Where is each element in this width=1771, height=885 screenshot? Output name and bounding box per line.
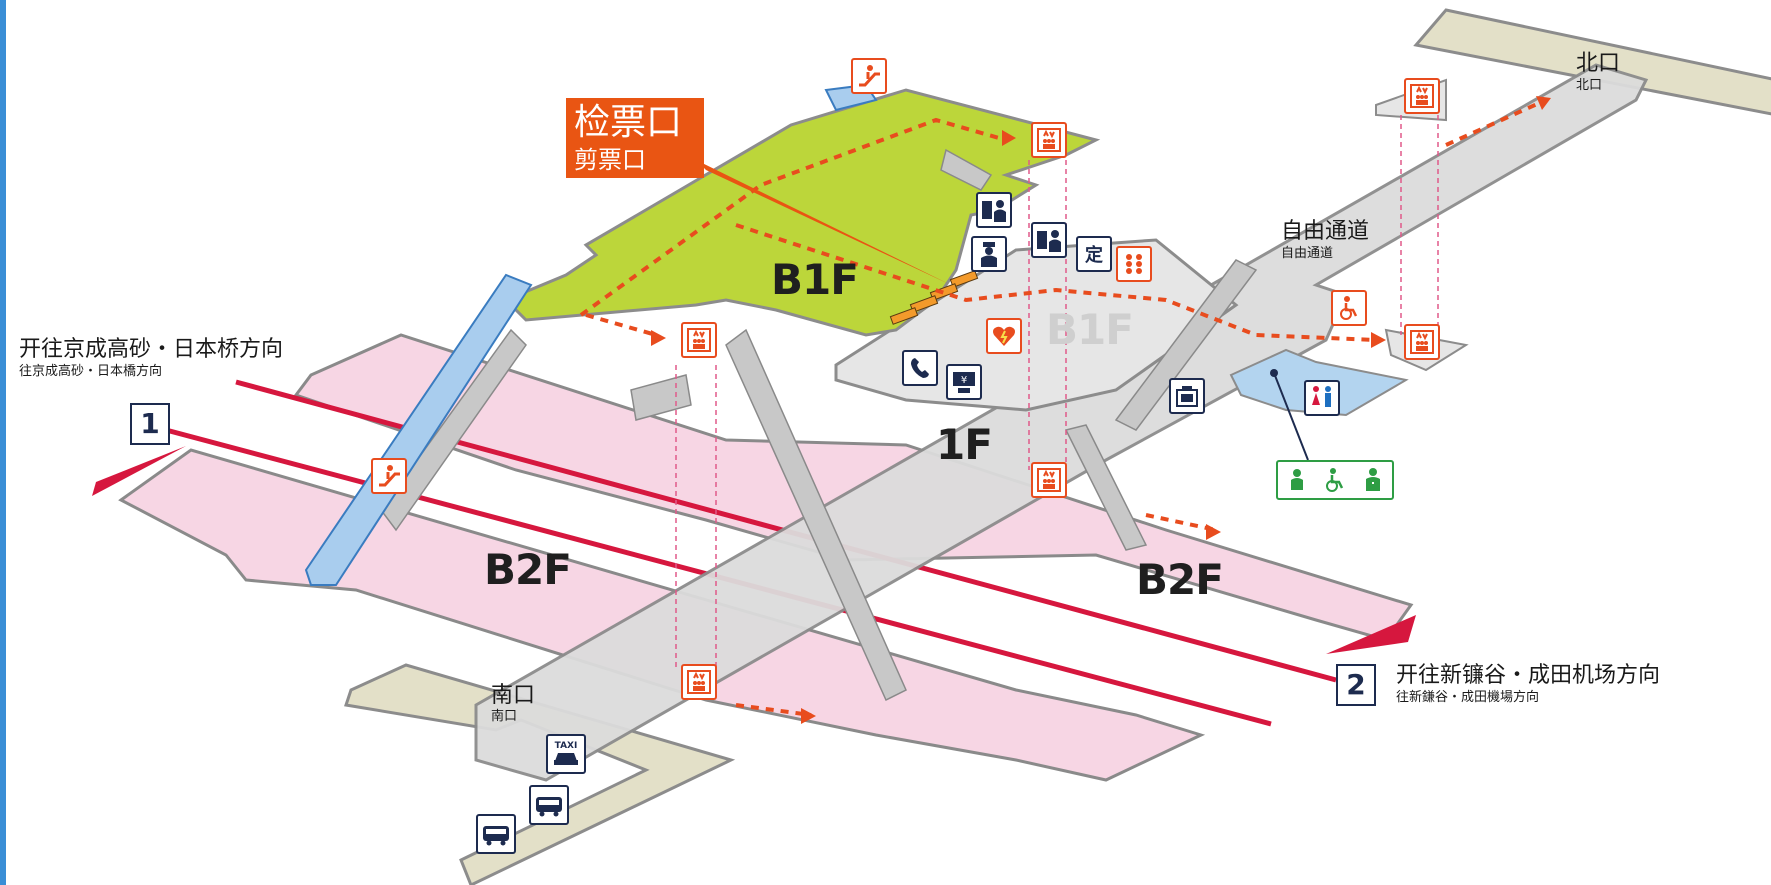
route-arrows <box>579 98 1547 717</box>
track-1-arrow <box>92 446 186 496</box>
north-exit-ground <box>1413 8 1771 116</box>
ticket-gate-label-sub: 剪票口 <box>574 146 646 174</box>
elevator-icon <box>1404 324 1440 360</box>
track-1-badge: 1 <box>130 403 170 445</box>
ticket-gate-label: 检票口 剪票口 <box>566 98 704 178</box>
multipurpose-toilet-icons <box>1276 460 1394 500</box>
commuter-pass-label: 定 <box>1085 245 1103 266</box>
free-passage-label: 自由通道 <box>1281 219 1370 244</box>
elevator-icon <box>1031 122 1067 158</box>
track-1-direction: 开往京成高砂・日本桥方向 <box>19 337 284 362</box>
elevator-icon <box>1031 462 1067 498</box>
elevator-icon <box>1404 78 1440 114</box>
coin-locker-icon <box>1169 378 1205 414</box>
commuter-pass-icon: 定 <box>1076 236 1112 272</box>
north-exit-label: 北口 <box>1576 51 1621 76</box>
south-exit-sublabel: 南口 <box>491 709 518 724</box>
ticket-gates <box>889 270 979 325</box>
track-2-direction: 开往新镰谷・成田机场方向 <box>1396 663 1661 688</box>
comfort-pointer <box>1273 372 1309 461</box>
baby-care-icon <box>1291 469 1303 490</box>
wheelchair-ramp-icon <box>1331 290 1367 326</box>
south-exit-label: 南口 <box>491 683 536 708</box>
ticket-machine-icon <box>976 192 1012 228</box>
atm-icon: ¥ <box>946 364 982 400</box>
stairs-group <box>380 148 1258 702</box>
restroom-icon <box>1304 380 1340 416</box>
station-map-drawing <box>92 8 1771 885</box>
svg-text:¥: ¥ <box>961 375 967 386</box>
bus-icon <box>529 785 569 825</box>
route-arrowheads <box>651 96 1551 724</box>
floor-label-1f: 1F <box>936 420 993 469</box>
ostomate-icon <box>1366 468 1380 491</box>
elevator-shafts <box>675 115 1439 670</box>
station-staff-icon <box>971 236 1007 272</box>
track-2-direction-sub: 往新鎌谷・成田機場方向 <box>1396 690 1540 705</box>
floor-label-b2f-left: B2F <box>484 545 572 594</box>
gate-leader <box>696 160 951 285</box>
floor-label-b1f-gate: B1F <box>771 255 859 304</box>
escalator-main <box>304 273 533 586</box>
floor-label-b1f-free: B1F <box>1046 305 1134 354</box>
elevator-icon <box>681 664 717 700</box>
elevator-icon <box>681 322 717 358</box>
north-exit-sublabel: 北口 <box>1576 78 1603 93</box>
track-2-badge: 2 <box>1336 664 1376 706</box>
escalator-icon <box>851 58 887 94</box>
phone-icon <box>902 350 938 386</box>
floor-label-b2f-right: B2F <box>1136 555 1224 604</box>
ticket-gate-label-main: 检票口 <box>574 102 683 143</box>
ticket-machine-icon <box>1031 222 1067 258</box>
free-passage-sublabel: 自由通道 <box>1281 246 1334 261</box>
escalator-icon <box>371 458 407 494</box>
wheelchair-icon <box>1326 468 1344 492</box>
platform-upper <box>293 333 1414 642</box>
aed-icon <box>986 318 1022 354</box>
braille-info-icon <box>1116 246 1152 282</box>
track-1-direction-sub: 往京成高砂・日本橋方向 <box>19 364 163 379</box>
taxi-icon: TAXI <box>546 734 586 774</box>
bus-icon <box>476 814 516 854</box>
taxi-label: TAXI <box>555 741 578 751</box>
track-2-arrow <box>1326 615 1416 654</box>
